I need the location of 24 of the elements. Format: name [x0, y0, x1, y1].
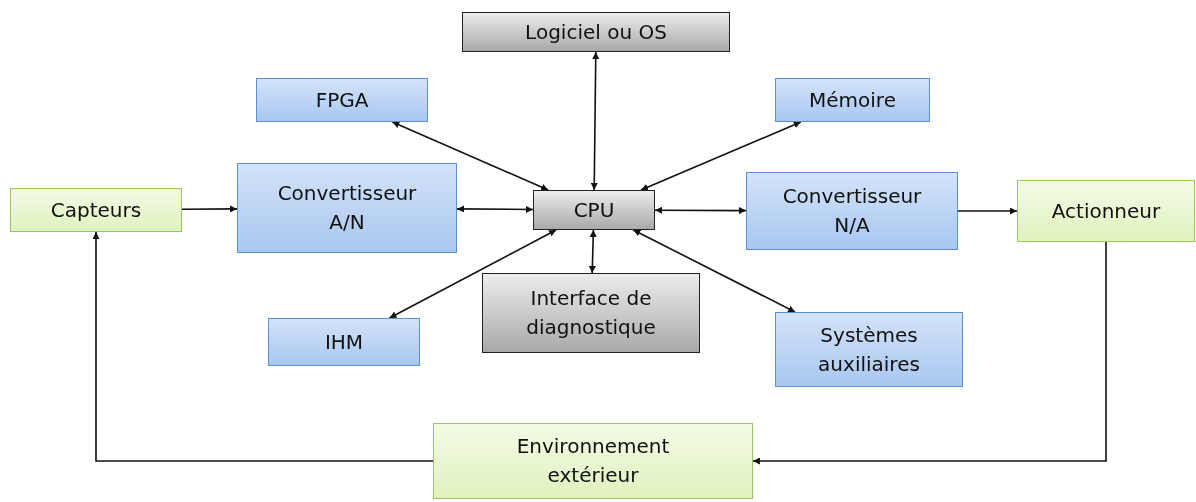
process-box: IHM [268, 318, 420, 366]
process-box: CPU [533, 190, 655, 230]
process-box: Environnement extérieur [433, 423, 753, 499]
process-box: Convertisseur A/N [237, 163, 457, 253]
arrow [752, 241, 1107, 465]
process-box: Logiciel ou OS [462, 12, 730, 52]
process-box: Capteurs [10, 188, 182, 232]
arrow [456, 205, 534, 213]
arrow [590, 51, 600, 191]
process-box: Interface de diagnostique [482, 273, 700, 353]
arrow [181, 205, 238, 213]
arrow [588, 229, 597, 274]
arrow [957, 207, 1018, 215]
process-box: Systèmes auxiliaires [775, 312, 963, 387]
process-box: Convertisseur N/A [746, 172, 958, 250]
arrow [92, 231, 434, 462]
arrow [632, 229, 796, 313]
arrow [388, 229, 557, 319]
process-box: FPGA [256, 78, 428, 122]
arrow [640, 121, 802, 191]
process-box: Mémoire [775, 78, 930, 122]
arrow [391, 121, 549, 191]
process-box: Actionneur [1017, 180, 1195, 242]
arrow [654, 206, 747, 215]
